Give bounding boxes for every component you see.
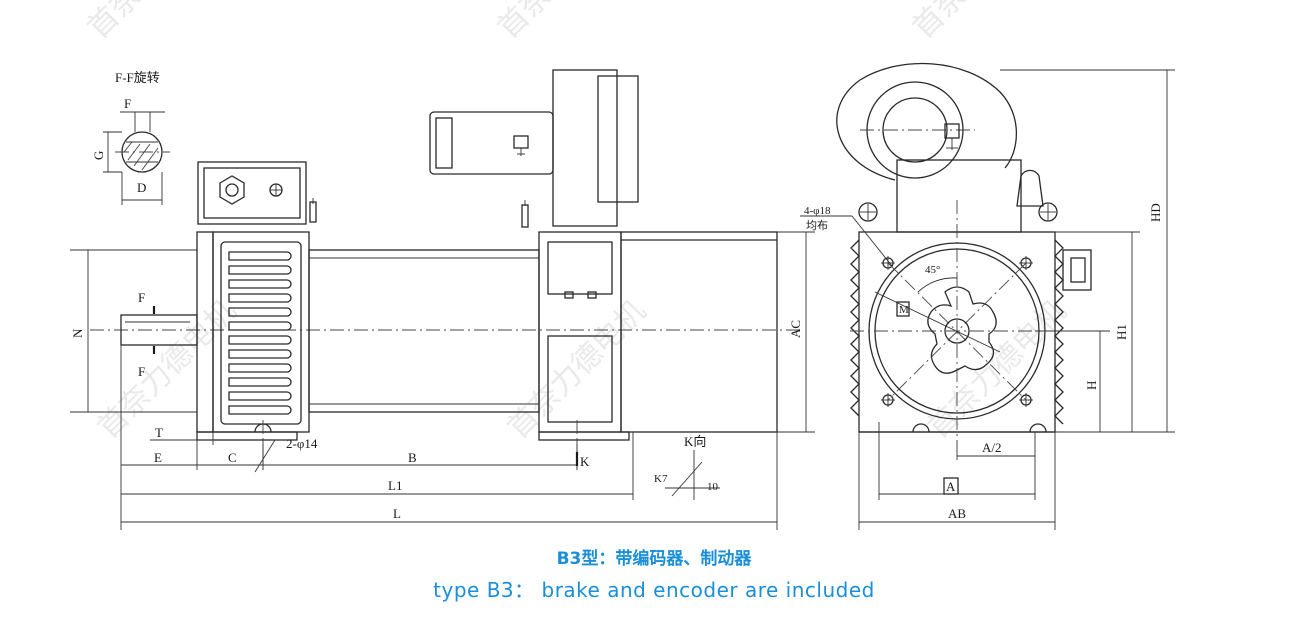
label-c: C [228, 450, 237, 465]
label-ten: 10 [707, 481, 719, 493]
label-ab: AB [948, 506, 966, 521]
watermark: 首奈力德电机 [921, 294, 1073, 446]
label-g: G [91, 151, 106, 160]
label-t: T [155, 425, 163, 440]
label-n: N [70, 328, 85, 338]
label-f-upper: F [138, 290, 145, 305]
label-angle: 45° [925, 264, 940, 276]
label-holes-note: 均布 [806, 219, 828, 232]
label-k-view: K向 [684, 434, 706, 449]
caption-english: type B3： brake and encoder are included [433, 578, 875, 602]
louver-slots [228, 251, 292, 415]
label-m: M [899, 304, 909, 316]
label-a-half: A/2 [982, 440, 1002, 455]
label-b: B [408, 450, 417, 465]
label-hd: HD [1148, 203, 1163, 222]
watermark: 首奈力德电机 [91, 294, 243, 446]
label-ac: AC [788, 320, 803, 338]
label-k: K [580, 454, 590, 469]
section-view-title: F-F旋转 [115, 70, 160, 85]
label-k7: K7 [654, 473, 668, 485]
label-h: H [1084, 381, 1099, 390]
label-l1: L1 [388, 478, 402, 493]
end-view: 4-φ18 均布 45° M A/2 A AB H H1 [800, 62, 1175, 530]
watermark: 首奈力德电机 [81, 0, 233, 46]
label-l: L [393, 506, 401, 521]
watermark: 首奈力德电机 [906, 0, 1058, 46]
label-bolt: 2-φ14 [286, 436, 318, 451]
caption-chinese: B3型：带编码器、制动器 [556, 549, 752, 569]
label-holes: 4-φ18 [804, 205, 831, 217]
side-view: F F N [70, 69, 815, 530]
label-f-top: F [124, 96, 131, 111]
shaft-section-detail: F-F旋转 F G D [91, 70, 170, 205]
label-d: D [137, 180, 146, 195]
label-e: E [154, 450, 162, 465]
watermark: 首奈力德电机 [491, 0, 643, 46]
watermark-group: 首奈力德电机 首奈力德电机 首奈力德电机 首奈力德电机 首奈力德电机 首奈力德电… [81, 0, 1073, 446]
label-h1: H1 [1114, 324, 1129, 340]
label-f-lower: F [138, 364, 145, 379]
label-a: A [946, 479, 956, 494]
